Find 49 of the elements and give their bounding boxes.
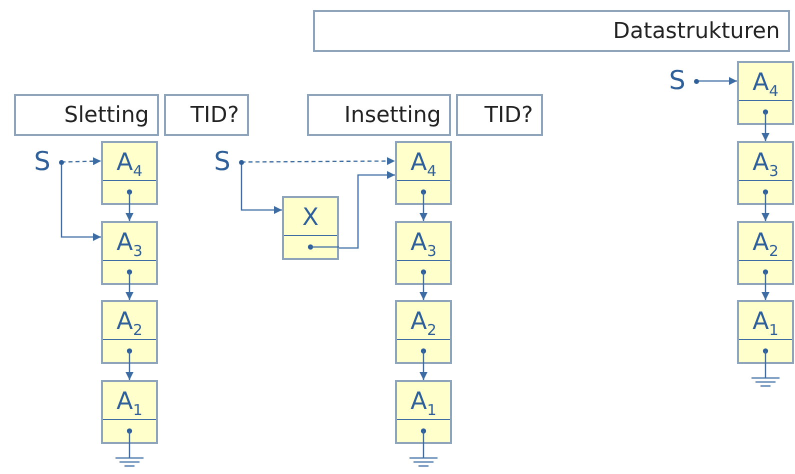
list-node-box: [101, 221, 158, 285]
node-value: A$_{2}$: [410, 308, 436, 334]
arrow: [420, 285, 428, 300]
node-value: A$_{4}$: [116, 148, 142, 174]
arrow: [696, 77, 737, 85]
arrow: [762, 205, 770, 221]
arrow: [420, 205, 428, 221]
list-node-box: [395, 221, 452, 285]
list-node-box: [395, 380, 452, 444]
node-value: A$_{1}$: [410, 388, 436, 414]
node-value: A$_{3}$: [752, 148, 778, 174]
list-node-box: [737, 61, 794, 125]
pointer-label: S: [214, 150, 231, 174]
arrow: [762, 285, 770, 300]
heading-box: TID?: [456, 94, 543, 136]
node-value: A$_{2}$: [116, 308, 142, 334]
pointer-label: S: [669, 69, 686, 93]
heading-box: Datastrukturen: [313, 10, 790, 52]
list-node-box: [101, 141, 158, 205]
arrow: [60, 162, 101, 241]
heading-box: Insetting: [307, 94, 451, 136]
list-node-box: [737, 300, 794, 364]
list-node-box: [101, 300, 158, 364]
pointer-label: S: [34, 150, 51, 174]
arrow: [126, 205, 134, 221]
arrow: [420, 364, 428, 380]
heading-box: TID?: [164, 94, 249, 136]
node-value: A$_{1}$: [752, 308, 778, 334]
node-value: X: [302, 204, 319, 230]
heading-box: Sletting: [14, 94, 159, 136]
arrow: [242, 157, 395, 166]
arrow: [126, 364, 134, 380]
node-value: A$_{1}$: [116, 388, 142, 414]
list-node-box: [282, 196, 339, 260]
arrow: [126, 285, 134, 300]
list-node-box: [737, 221, 794, 285]
arrow: [762, 125, 770, 141]
list-node-box: [737, 141, 794, 205]
list-node-box: [395, 300, 452, 364]
arrow: [61, 157, 102, 166]
list-node-box: [101, 380, 158, 444]
node-value: A$_{4}$: [410, 148, 436, 174]
node-value: A$_{4}$: [752, 68, 778, 94]
node-value: A$_{3}$: [116, 228, 142, 254]
list-node-box: [395, 141, 452, 205]
node-value: A$_{3}$: [410, 228, 436, 254]
arrow: [339, 171, 395, 249]
arrow: [240, 162, 282, 214]
node-value: A$_{2}$: [752, 228, 778, 254]
